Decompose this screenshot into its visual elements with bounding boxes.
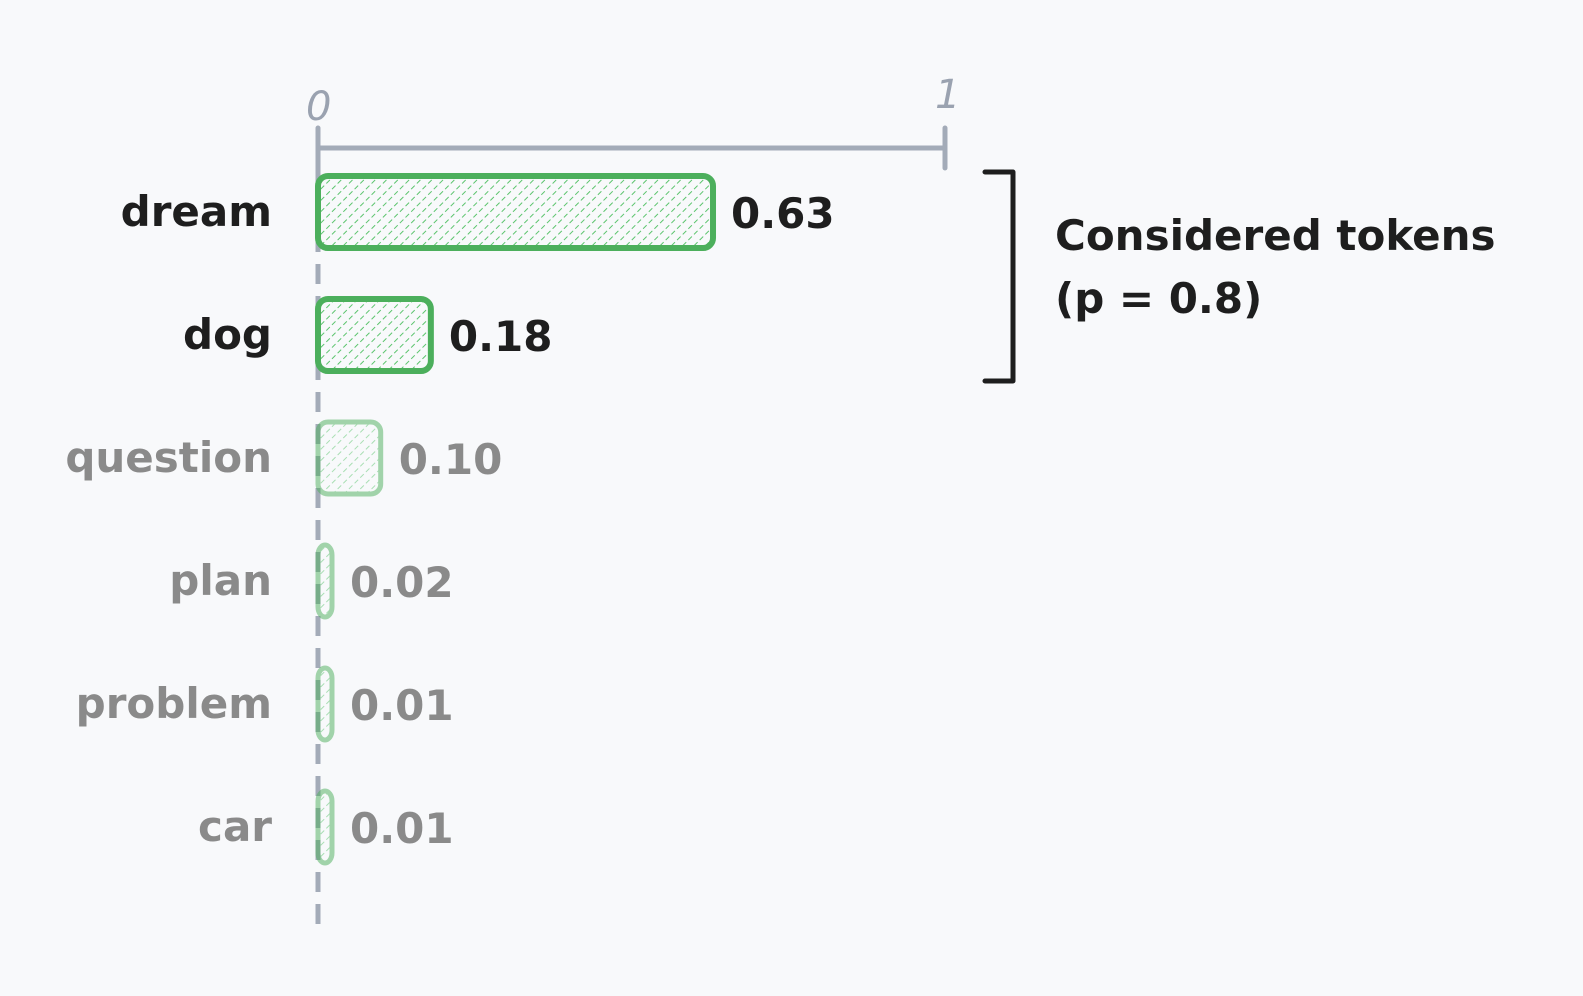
bar-dog [315,296,434,374]
bar-dream [315,173,717,251]
value-label-problem: 0.01 [350,681,454,730]
bar-car [315,788,335,866]
considered-bracket: Considered tokens (p = 0.8) [982,169,1496,384]
x-tick-label-0: 0 [306,84,331,130]
value-label-car: 0.01 [350,804,454,853]
category-label-dream: dream [121,187,272,236]
bracket-label-line2: (p = 0.8) [1055,274,1262,323]
category-label-car: car [198,802,272,851]
category-label-dog: dog [183,310,272,359]
bar-plan [315,542,335,620]
category-label-plan: plan [169,556,272,605]
bracket-line [982,169,1016,384]
value-label-dream: 0.63 [731,189,835,238]
x-axis: 0 1 [306,72,960,171]
bracket-label-line1: Considered tokens [1055,211,1496,260]
bar-question [315,419,384,497]
bar-problem [315,665,335,743]
category-label-problem: problem [76,679,272,728]
value-label-dog: 0.18 [449,312,553,361]
x-tick-label-1: 1 [935,72,960,118]
value-label-plan: 0.02 [350,558,454,607]
category-label-question: question [65,433,272,482]
value-label-question: 0.10 [399,435,503,484]
bars: dream 0.63 dog 0.18 question 0.10 plan 0.02 prob… [65,173,835,866]
